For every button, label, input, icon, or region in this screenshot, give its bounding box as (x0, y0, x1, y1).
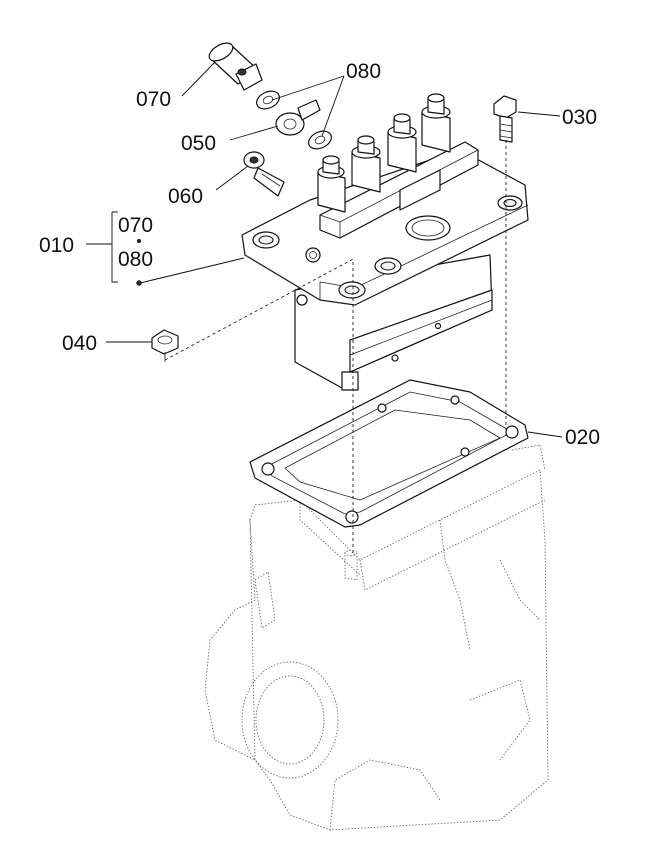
callout-010-080: 080 (118, 248, 153, 271)
banjo-bolt (208, 42, 263, 91)
washer-lower (308, 130, 332, 150)
washer-upper (256, 90, 280, 110)
callout-010-070: 070 (118, 214, 153, 237)
banjo-fitting (275, 99, 321, 136)
callout-020: 020 (565, 426, 600, 449)
alignment-lines (164, 140, 507, 555)
gasket (249, 379, 529, 528)
callout-070: 070 (136, 88, 171, 111)
stud-front (344, 550, 358, 581)
callout-030: 030 (562, 106, 597, 129)
callout-060: 060 (168, 185, 203, 208)
delivery-valve-4 (421, 93, 451, 153)
nut (151, 329, 179, 362)
callout-050: 050 (181, 132, 216, 155)
delivery-valve-1 (317, 155, 346, 213)
callout-labels: 070 080 050 060 010 070 080 040 030 020 (39, 60, 600, 449)
bolt (493, 95, 517, 143)
delivery-valve-2 (351, 135, 381, 193)
bleeder-screw (243, 151, 285, 197)
callout-010: 010 (39, 234, 74, 257)
injection-pump (241, 93, 529, 391)
delivery-valve-3 (387, 113, 417, 173)
leader-lines (86, 61, 563, 438)
callout-040: 040 (62, 332, 97, 355)
callout-080: 080 (346, 60, 381, 83)
